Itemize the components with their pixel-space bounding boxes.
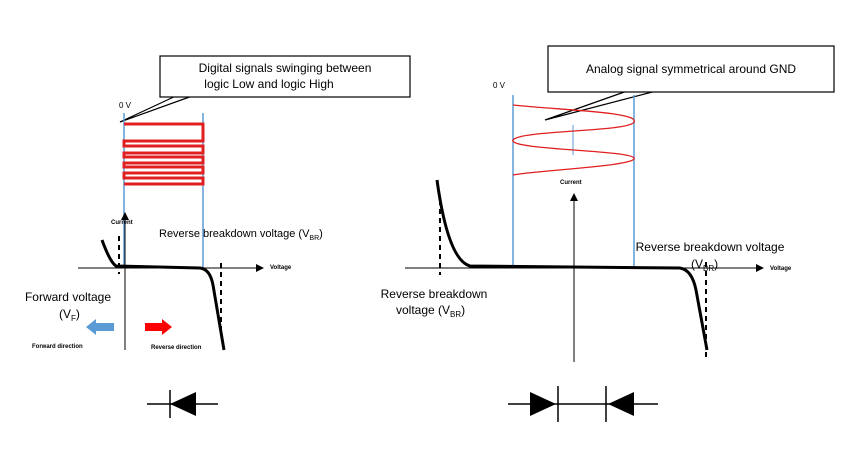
reverse-direction-label: Reverse direction [151, 345, 202, 351]
right-current-label: Current [560, 180, 582, 186]
left-side-breakdown-label-line1: Reverse breakdown [381, 287, 488, 301]
left-side-breakdown-label-line2: voltage (VBR) [396, 303, 465, 319]
forward-direction-arrow [86, 319, 114, 335]
left-callout: Digital signals swinging between logic L… [119, 55, 411, 123]
right-voltage-label: Voltage [770, 266, 792, 272]
left-forward-voltage-line2: (VF) [59, 307, 80, 323]
right-breakdown-label-line2: (VBR) [691, 257, 718, 273]
left-diagram: Digital signals swinging between logic L… [25, 55, 411, 418]
reverse-direction-arrow [145, 319, 172, 335]
left-forward-voltage-line1: Forward voltage [25, 290, 111, 304]
right-callout: Analog signal symmetrical around GND [544, 45, 835, 121]
right-callout-text: Analog signal symmetrical around GND [586, 62, 796, 76]
bidirectional-tvs-diode-symbol-icon [508, 386, 658, 422]
right-diagram: Analog signal symmetrical around GND 0 V… [381, 45, 835, 422]
left-iv-curve [100, 239, 226, 351]
left-zero-v-label: 0 V [119, 101, 132, 110]
left-voltage-label: Voltage [270, 265, 292, 271]
right-zero-v-label: 0 V [493, 81, 506, 90]
left-callout-line1: Digital signals swinging between [199, 61, 372, 75]
zener-diode-symbol-icon [147, 390, 218, 418]
digital-signal-waveform [122, 122, 205, 186]
left-current-label: Current [111, 220, 133, 226]
right-breakdown-label-line1: Reverse breakdown voltage [636, 240, 785, 254]
analog-signal-waveform [512, 104, 635, 176]
left-callout-line2: logic Low and logic High [204, 77, 333, 91]
forward-direction-label: Forward direction [32, 344, 83, 350]
left-reverse-breakdown-label: Reverse breakdown voltage (VBR) [159, 228, 323, 242]
right-iv-curve [435, 179, 709, 351]
